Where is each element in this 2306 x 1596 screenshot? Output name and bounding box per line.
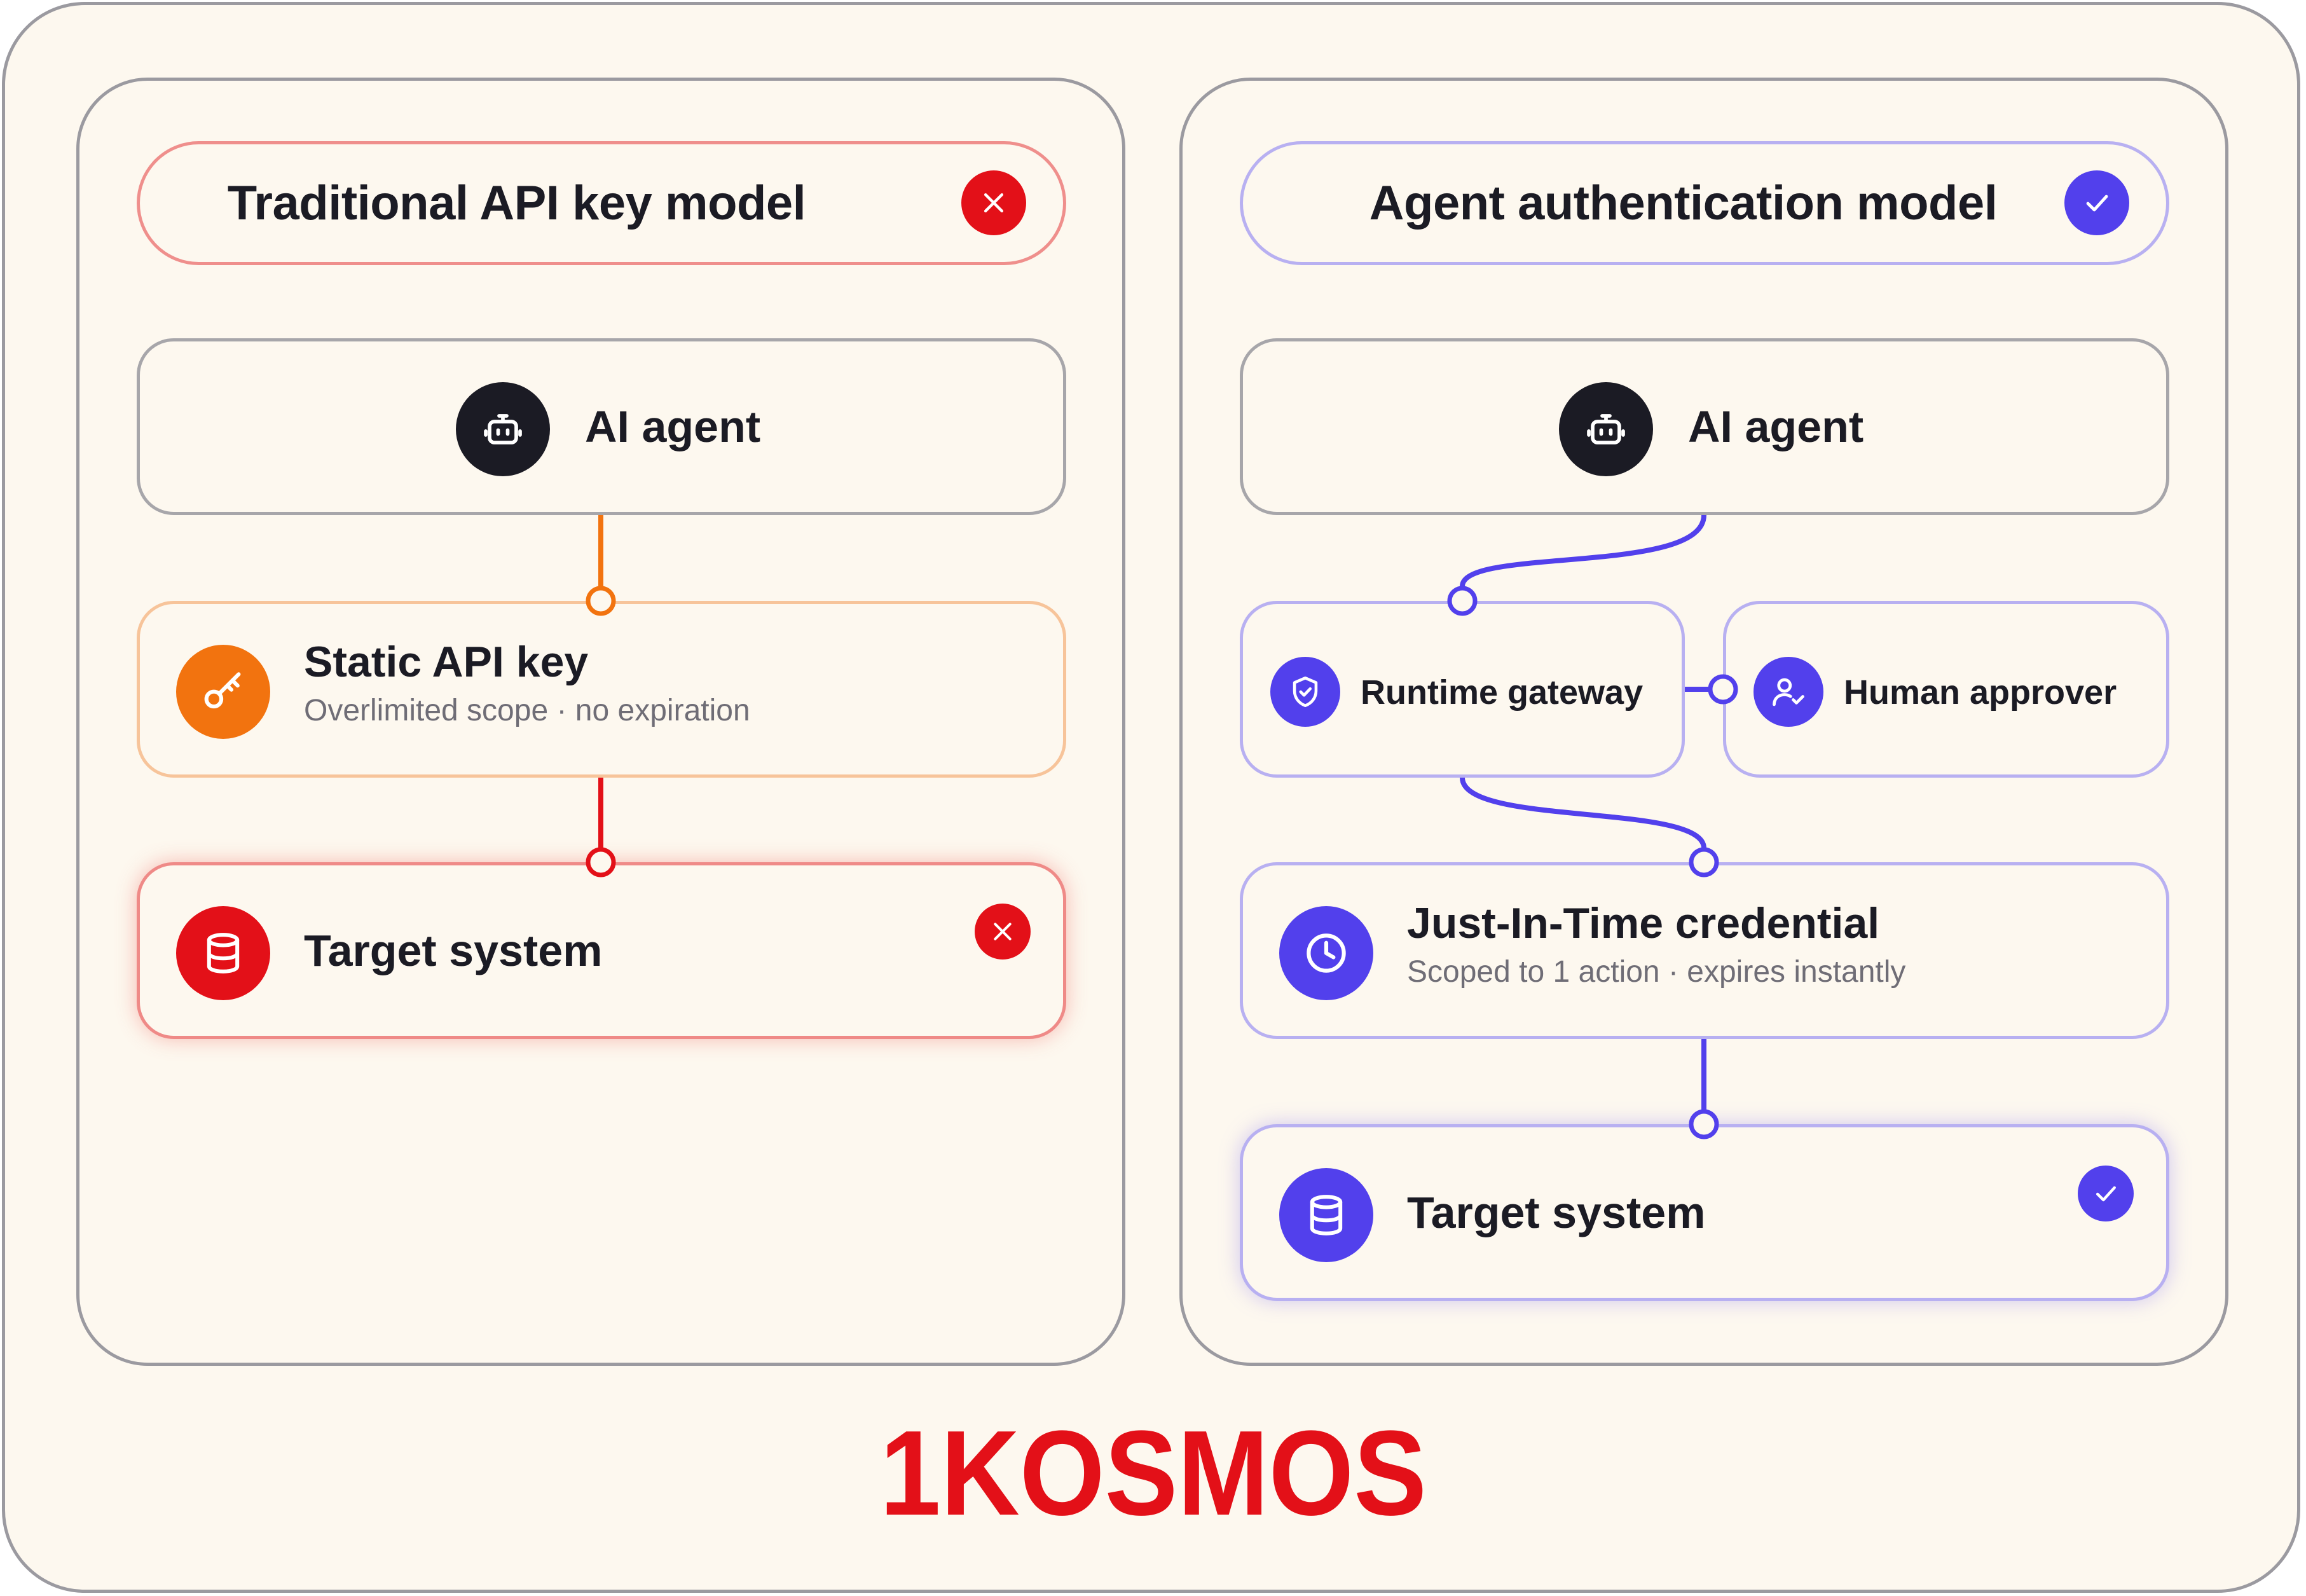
x-icon bbox=[961, 170, 1026, 235]
target-system-label-left: Target system bbox=[304, 926, 603, 975]
runtime-gateway-box: Runtime gateway bbox=[1240, 601, 1685, 778]
static-api-key-subtitle: Overlimited scope · no expiration bbox=[304, 694, 750, 727]
traditional-model-panel bbox=[76, 78, 1125, 1366]
user-check-icon bbox=[1754, 657, 1823, 727]
logo-text: 1KOSMOS bbox=[880, 1424, 1427, 1522]
jit-credential-subtitle: Scoped to 1 action · expires instantly bbox=[1407, 955, 1906, 989]
x-icon bbox=[975, 904, 1031, 960]
ai-agent-box-right: AI agent bbox=[1240, 338, 2169, 515]
ai-agent-label: AI agent bbox=[585, 402, 761, 451]
database-icon bbox=[176, 906, 270, 1000]
runtime-gateway-label: Runtime gateway bbox=[1361, 673, 1644, 712]
jit-credential-box: Just-In-Time credential Scoped to 1 acti… bbox=[1240, 862, 2169, 1039]
check-icon bbox=[2064, 170, 2129, 235]
static-api-key-box: Static API key Overlimited scope · no ex… bbox=[137, 601, 1066, 778]
agent-auth-model-header: Agent authentication model bbox=[1240, 141, 2169, 265]
shield-check-icon bbox=[1270, 657, 1340, 727]
traditional-model-title: Traditional API key model bbox=[227, 176, 806, 230]
key-icon bbox=[176, 645, 270, 739]
robot-icon bbox=[456, 382, 550, 476]
agent-auth-model-panel bbox=[1179, 78, 2228, 1366]
jit-credential-label: Just-In-Time credential bbox=[1407, 899, 1880, 947]
human-approver-box: Human approver bbox=[1723, 601, 2169, 778]
target-system-label-right: Target system bbox=[1407, 1188, 1706, 1237]
ai-agent-box: AI agent bbox=[137, 338, 1066, 515]
ai-agent-label-right: AI agent bbox=[1688, 402, 1864, 451]
human-approver-label: Human approver bbox=[1844, 673, 2117, 712]
traditional-model-header: Traditional API key model bbox=[137, 141, 1066, 265]
agent-auth-model-title: Agent authentication model bbox=[1369, 176, 1998, 230]
robot-icon bbox=[1559, 382, 1653, 476]
1kosmos-logo: 1KOSMOS bbox=[880, 1424, 1427, 1522]
clock-icon bbox=[1279, 906, 1373, 1000]
target-system-box-right: Target system bbox=[1240, 1124, 2169, 1301]
target-system-box-left: Target system bbox=[137, 862, 1066, 1039]
check-icon bbox=[2078, 1166, 2134, 1221]
database-icon bbox=[1279, 1168, 1373, 1262]
static-api-key-label: Static API key bbox=[304, 638, 589, 686]
